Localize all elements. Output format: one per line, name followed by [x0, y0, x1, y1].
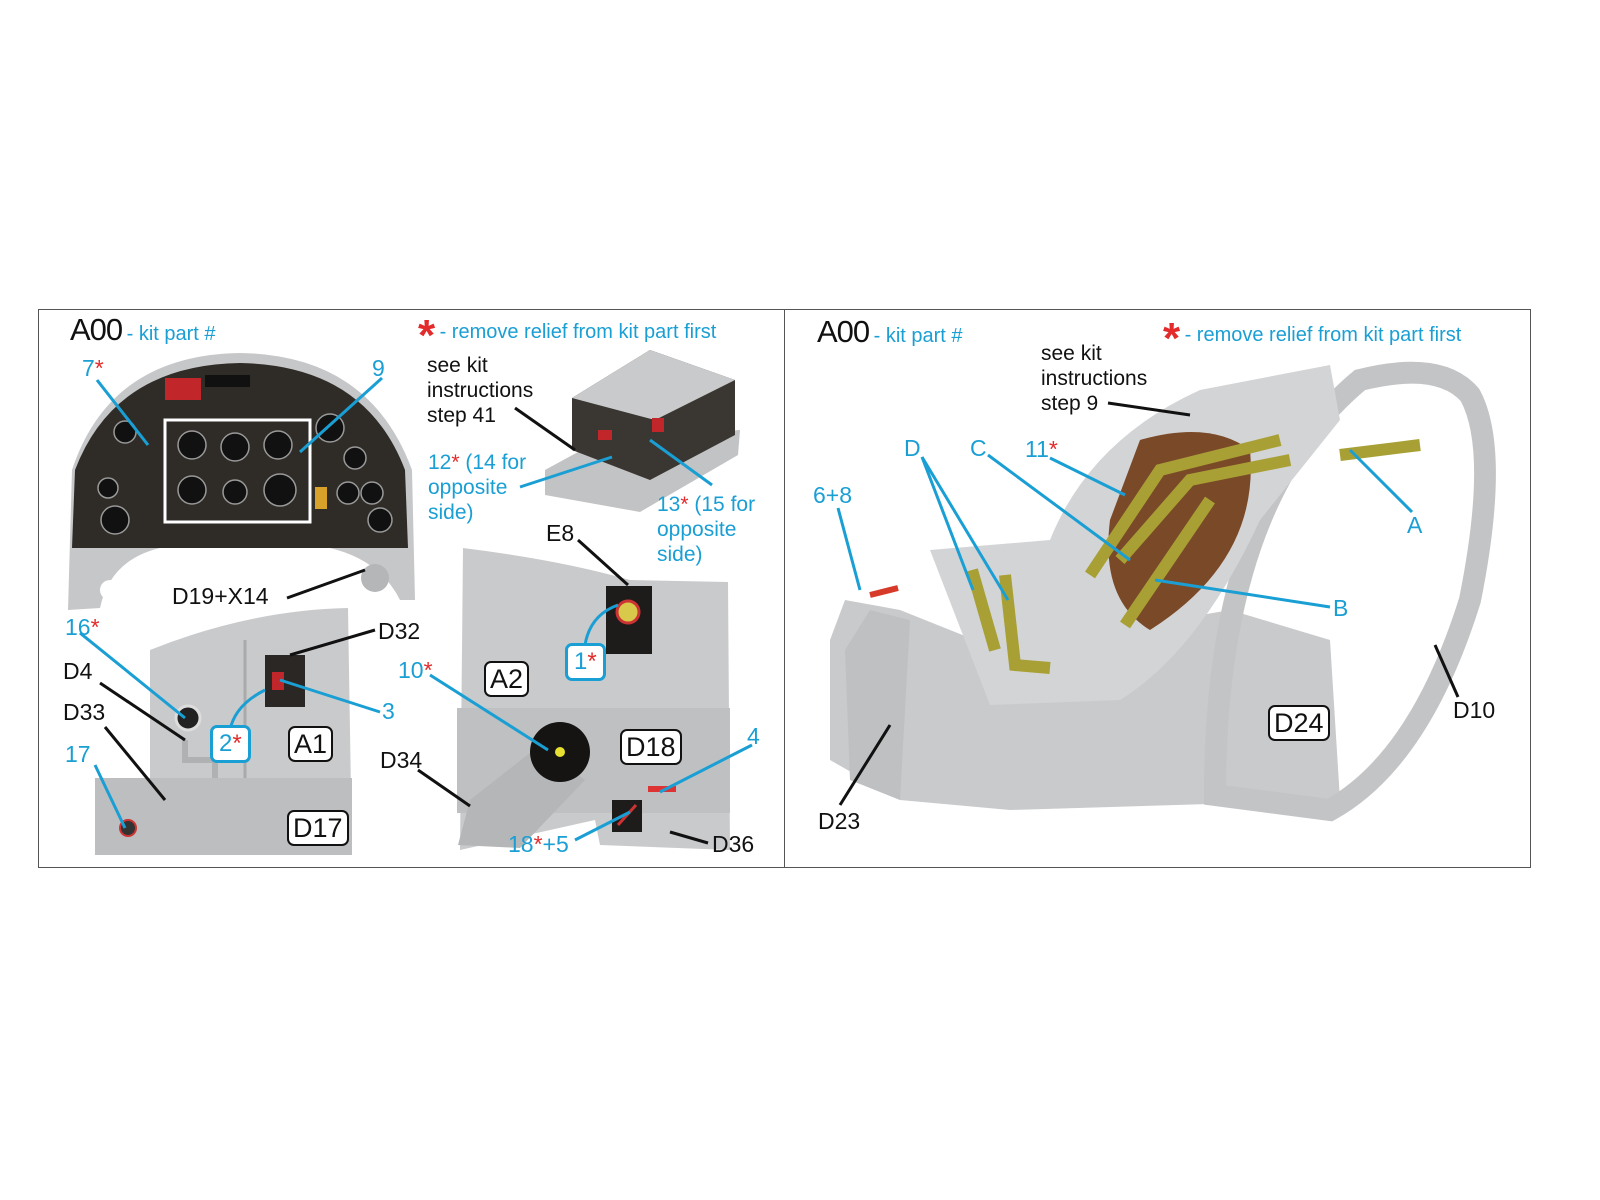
legend-star-left: * - remove relief from kit part first: [418, 314, 716, 358]
legend-right: A00 - kit part #: [817, 316, 963, 347]
star-desc: - remove relief from kit part first: [439, 321, 717, 343]
part-code-desc: - kit part #: [126, 323, 216, 345]
label-9: 9: [372, 355, 385, 381]
label-6-8: 6+8: [813, 482, 853, 508]
label-d4: D4: [63, 658, 93, 684]
label-d10: D10: [1453, 697, 1496, 723]
right-instruction-panel: [784, 309, 1531, 868]
label-b-strap: B: [1333, 595, 1349, 621]
battery-box-illustration: [545, 350, 740, 512]
star-desc: - remove relief from kit part first: [1184, 324, 1462, 346]
seat-illustration: [830, 361, 1496, 822]
label-12: 12* (14 for opposite side): [428, 451, 527, 524]
note-step-41: see kit instructions step 41: [427, 354, 534, 427]
part-code: A00: [817, 314, 870, 349]
note-step-9: see kit instructions step 9: [1041, 342, 1148, 415]
label-10: 10*: [398, 657, 433, 683]
label-a-strap: A: [1407, 512, 1423, 538]
label-13: 13* (15 for opposite side): [657, 493, 756, 566]
label-d36: D36: [712, 831, 755, 857]
part-code: A00: [70, 312, 123, 347]
label-d-strap: D: [904, 435, 921, 461]
label-d23: D23: [818, 808, 861, 834]
legend-star-right: * - remove relief from kit part first: [1163, 317, 1461, 361]
label-d33: D33: [63, 699, 106, 725]
side-panel-a2-illustration: [457, 548, 730, 850]
star-icon: *: [418, 311, 436, 360]
leader-lines: [79, 376, 1460, 845]
legend-left: A00 - kit part #: [70, 314, 216, 345]
callout-2: 2*: [210, 725, 251, 763]
part-box-d24: D24: [1268, 705, 1330, 741]
label-11: 11*: [1025, 436, 1058, 462]
label-16: 16*: [65, 614, 100, 640]
part-box-d18: D18: [620, 729, 682, 765]
instrument-panel-illustration: [68, 353, 415, 610]
part-code-desc: - kit part #: [873, 325, 963, 347]
label-d32: D32: [378, 618, 421, 644]
label-e8: E8: [546, 520, 575, 546]
star-icon: *: [1163, 314, 1181, 363]
label-c-strap: C: [970, 435, 987, 461]
label-7: 7*: [82, 355, 104, 381]
label-d34: D34: [380, 747, 423, 773]
label-18-5: 18*+5: [508, 831, 569, 857]
part-box-d17: D17: [287, 810, 349, 846]
part-box-a1: A1: [288, 726, 334, 762]
label-4: 4: [747, 723, 760, 749]
label-d19-x14: D19+X14: [172, 583, 269, 609]
callout-1: 1*: [565, 643, 606, 681]
part-box-a2: A2: [484, 661, 530, 697]
label-3: 3: [382, 698, 395, 724]
label-17: 17: [65, 741, 91, 767]
